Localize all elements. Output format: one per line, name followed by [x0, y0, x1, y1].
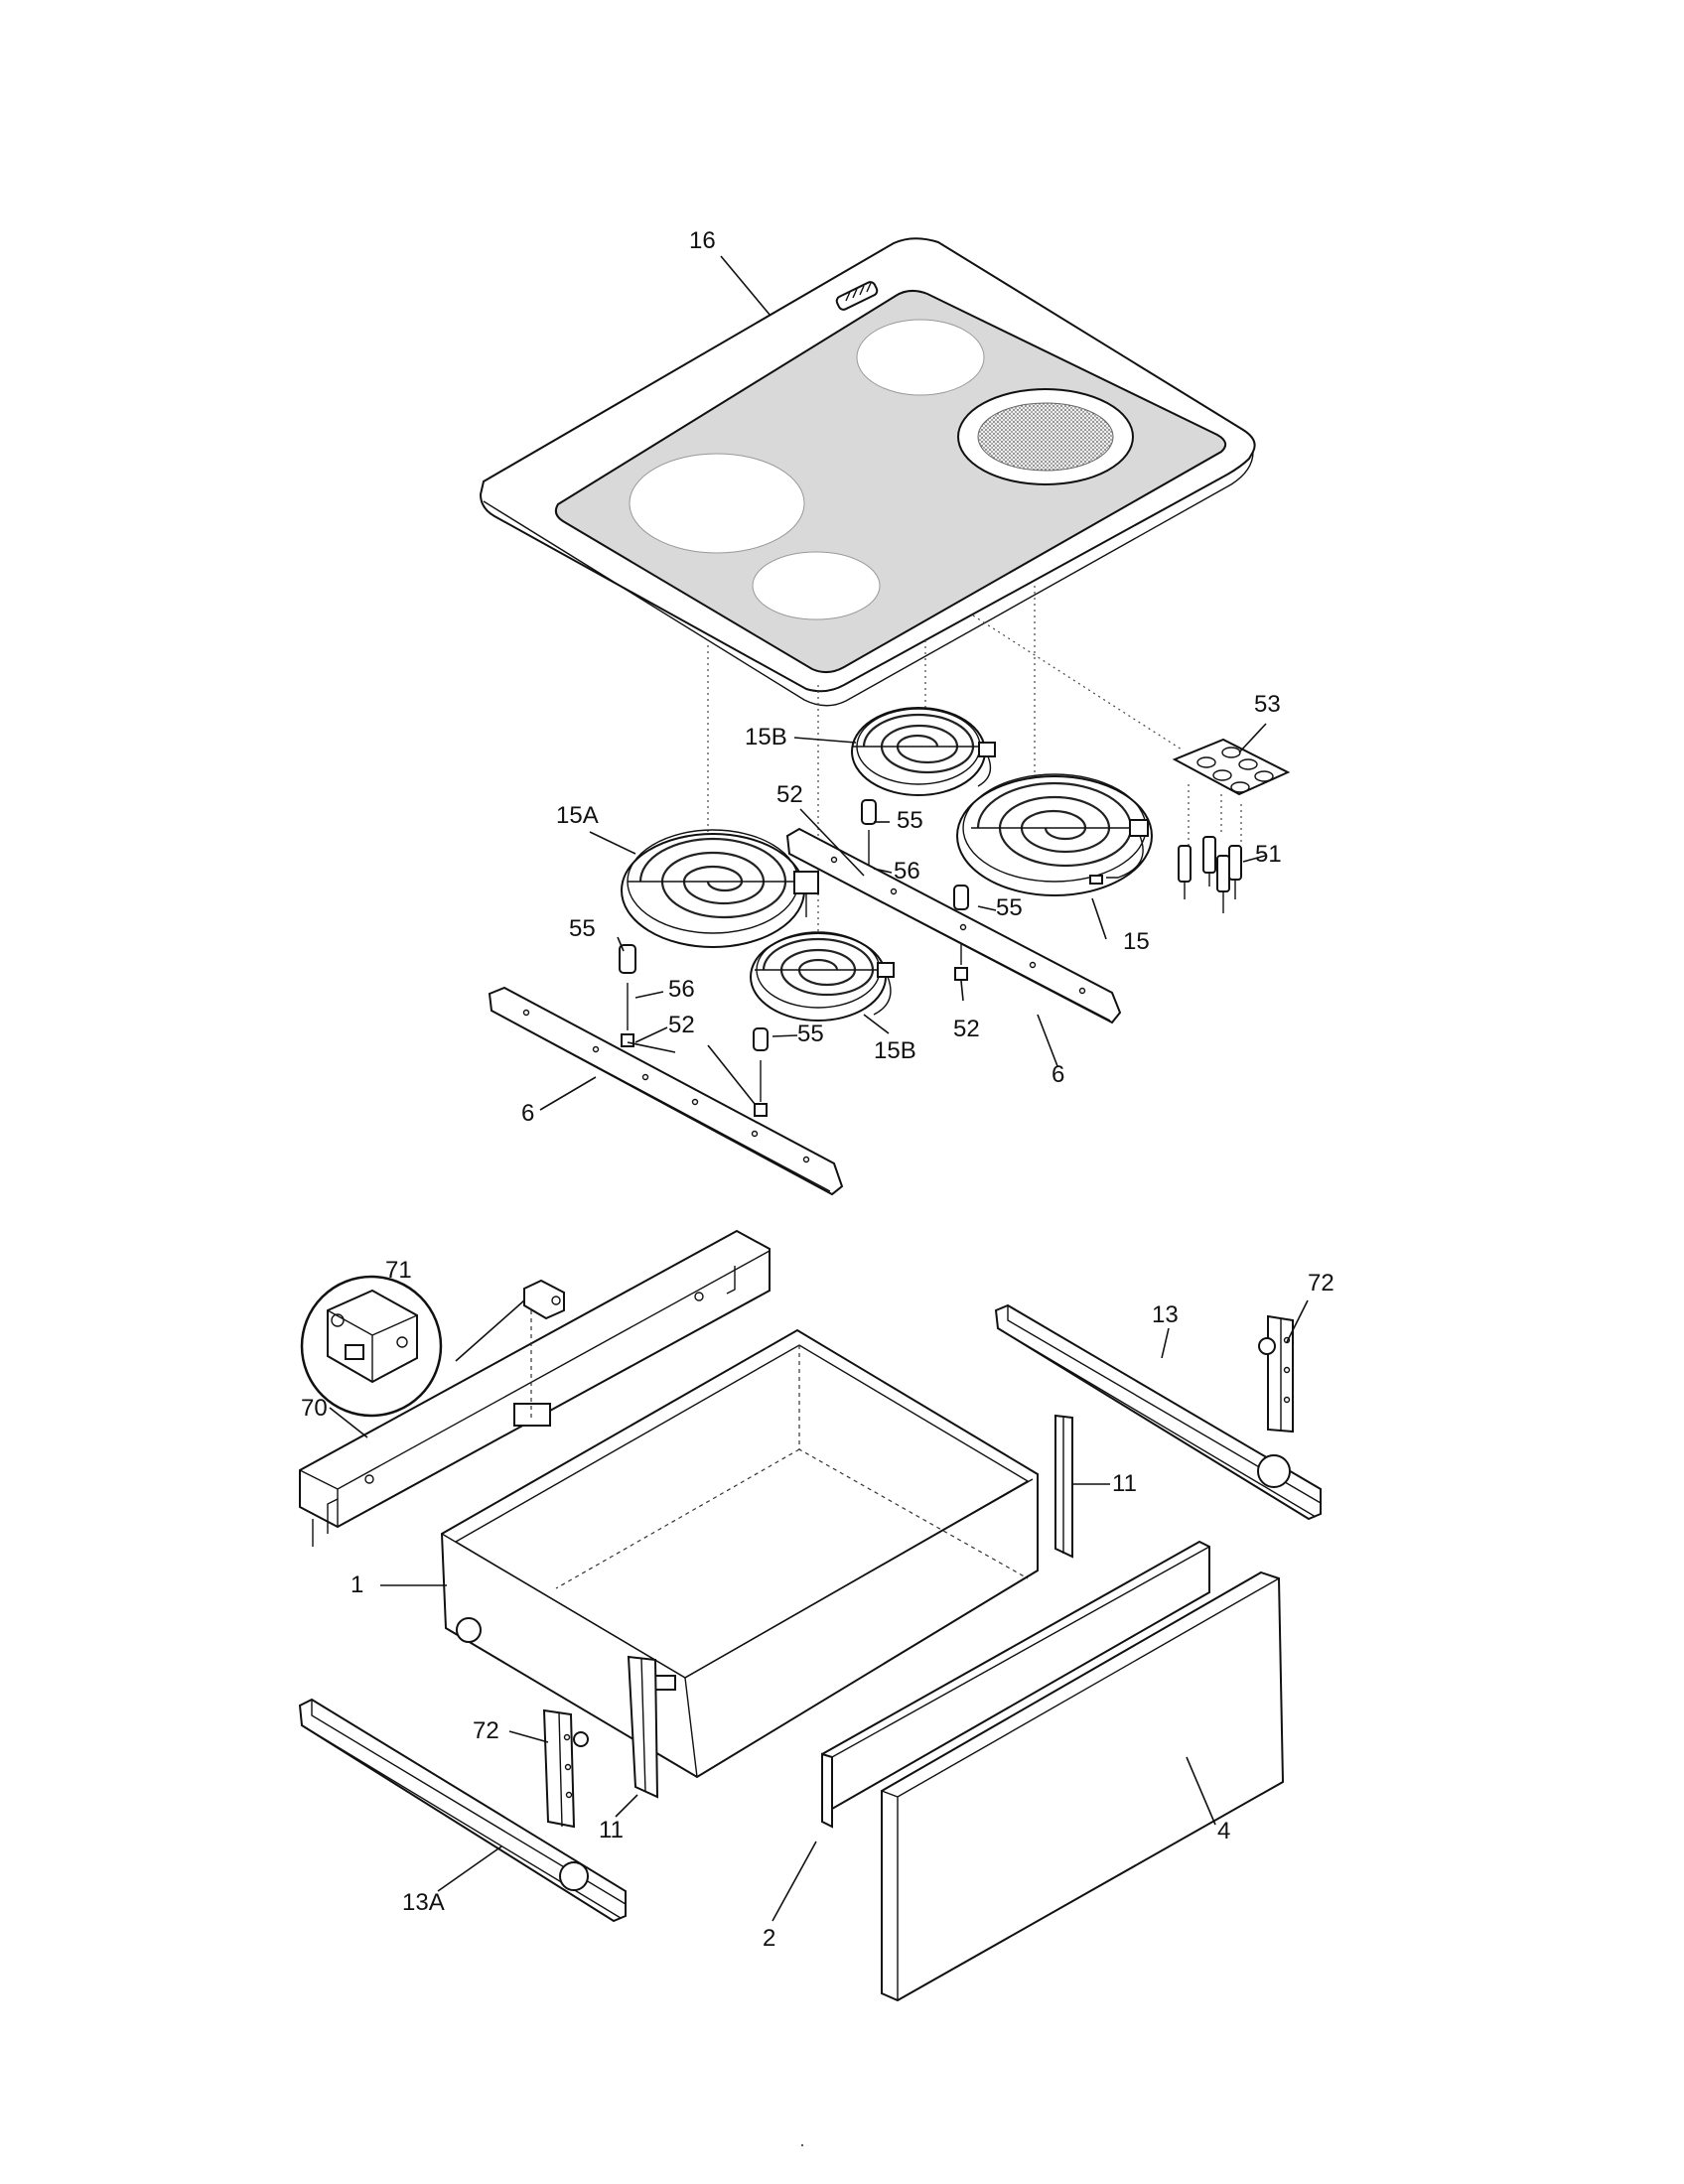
callout-55-right: 55 [996, 894, 1023, 921]
drawer-bracket-11-right [1054, 1414, 1073, 1559]
drawer-slide-13 [994, 1303, 1322, 1521]
vent-slot [835, 281, 879, 311]
wire-connectors-51 [1178, 836, 1242, 913]
latch-71 [523, 1279, 565, 1320]
surface-element-15a [621, 829, 819, 948]
callout-52-right: 52 [953, 1016, 980, 1042]
callout-15b-top: 15B [745, 724, 787, 751]
terminal-block-plate-53 [1172, 738, 1291, 849]
callout-15b-bottom: 15B [874, 1037, 916, 1064]
callout-70: 70 [301, 1395, 328, 1422]
drawer-front-panel-4 [881, 1570, 1285, 2002]
callout-6-right: 6 [1052, 1061, 1064, 1088]
callout-6-left: 6 [521, 1100, 534, 1127]
drawer-front-inner-panel-2 [821, 1540, 1210, 1829]
callout-55-top: 55 [897, 807, 923, 834]
callout-2: 2 [763, 1925, 775, 1952]
callout-56-top: 56 [894, 858, 920, 885]
callout-15a: 15A [556, 802, 599, 829]
callout-16: 16 [689, 227, 716, 254]
callout-55-left: 55 [569, 915, 596, 942]
front-frame-rail-70 [299, 1229, 771, 1547]
callout-51: 51 [1255, 841, 1282, 868]
callout-4: 4 [1217, 1818, 1230, 1844]
callout-1: 1 [351, 1571, 363, 1598]
callout-53: 53 [1254, 691, 1281, 718]
slide-bracket-72-top [1258, 1314, 1294, 1433]
element-support-bar-6-right [785, 827, 1122, 1024]
detail-circle-71 [300, 1275, 443, 1418]
callout-52-top: 52 [776, 781, 803, 808]
surface-element-15 [956, 773, 1153, 896]
drawer-bracket-11-bottom [627, 1655, 659, 1799]
callout-15: 15 [1123, 928, 1150, 955]
callout-55-mid: 55 [797, 1021, 824, 1047]
callout-11-right: 11 [1112, 1470, 1137, 1497]
surface-element-15b-top [851, 707, 996, 796]
element-support-bar-6-left [488, 986, 844, 1196]
drawer-slide-13a [298, 1698, 627, 1923]
cooktop-glass-top [479, 237, 1256, 707]
callout-52-left: 52 [668, 1012, 695, 1038]
callout-labels: 16 15B 53 52 55 15A 56 51 55 15 55 56 52… [301, 227, 1334, 1952]
callout-11-bottom: 11 [599, 1817, 624, 1843]
slide-bracket-72-bottom [542, 1708, 589, 1829]
callout-72-bottom: 72 [473, 1717, 499, 1744]
surface-element-15b-bottom [750, 931, 895, 1022]
callout-13a: 13A [402, 1889, 445, 1916]
callout-72-top: 72 [1308, 1270, 1334, 1297]
callout-56-left: 56 [668, 976, 695, 1003]
leader-lines [329, 255, 1309, 1922]
callout-71: 71 [385, 1257, 412, 1284]
callout-13: 13 [1152, 1301, 1179, 1328]
